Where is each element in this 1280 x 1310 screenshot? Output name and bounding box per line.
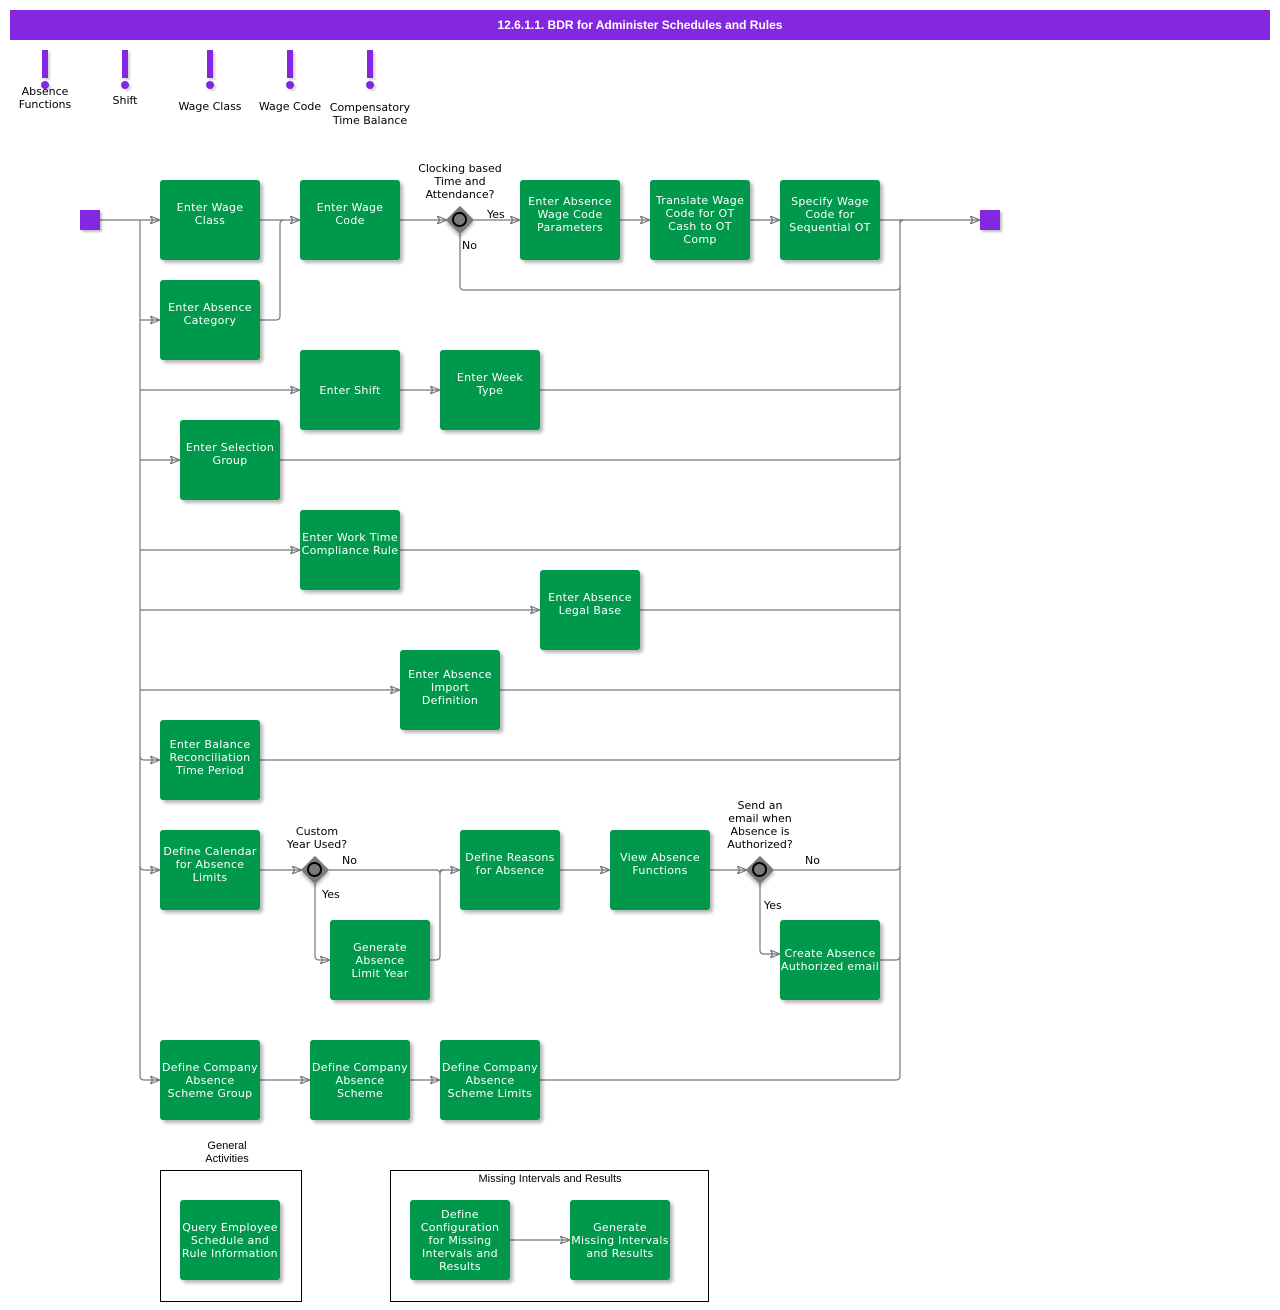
task-enter-absence-import-definition[interactable]: Enter Absence Import Definition: [400, 650, 500, 730]
task-enter-absence-wage-code-parameters[interactable]: Enter Absence Wage Code Parameters: [520, 180, 620, 260]
task-enter-absence-category[interactable]: Enter Absence Category: [160, 280, 260, 360]
gateway-circle-icon: [752, 862, 767, 877]
task-view-absence-functions[interactable]: View Absence Functions: [610, 830, 710, 910]
task-enter-balance-reconciliation[interactable]: Enter Balance Reconciliation Time Period: [160, 720, 260, 800]
task-generate-absence-limit-year[interactable]: Generate Absence Limit Year: [330, 920, 430, 1000]
task-enter-absence-legal-base[interactable]: Enter Absence Legal Base: [540, 570, 640, 650]
task-generate-missing-intervals[interactable]: Generate Missing Intervals and Results: [570, 1200, 670, 1280]
task-query-employee-schedule[interactable]: Query Employee Schedule and Rule Informa…: [180, 1200, 280, 1280]
task-define-company-scheme-group[interactable]: Define Company Absence Scheme Group: [160, 1040, 260, 1120]
group-title-general-activities: General Activities: [205, 1140, 249, 1165]
group-title-missing-intervals: Missing Intervals and Results: [478, 1173, 622, 1185]
task-enter-week-type[interactable]: Enter Week Type: [440, 350, 540, 430]
task-define-reasons[interactable]: Define Reasons for Absence: [460, 830, 560, 910]
exclamation-icon: [120, 50, 130, 90]
flow-label-yes: Yes: [487, 208, 505, 221]
task-enter-work-time-compliance-rule[interactable]: Enter Work Time Compliance Rule: [300, 510, 400, 590]
exclamation-icon: [205, 50, 215, 90]
legend-item-shift[interactable]: Shift: [100, 50, 150, 107]
legend-item-compensatory-time-balance[interactable]: Compensatory Time Balance: [325, 50, 415, 127]
gateway-label-custom-year: Custom Year Used?: [286, 825, 348, 851]
task-enter-selection-group[interactable]: Enter Selection Group: [180, 420, 280, 500]
flow-label-yes: Yes: [764, 899, 782, 912]
task-define-calendar[interactable]: Define Calendar for Absence Limits: [160, 830, 260, 910]
task-define-company-scheme[interactable]: Define Company Absence Scheme: [310, 1040, 410, 1120]
flow-label-no: No: [342, 854, 357, 867]
task-define-configuration-missing[interactable]: Define Configuration for Missing Interva…: [410, 1200, 510, 1280]
task-enter-shift[interactable]: Enter Shift: [300, 350, 400, 430]
page-title: 12.6.1.1. BDR for Administer Schedules a…: [10, 10, 1270, 40]
legend-item-wage-class[interactable]: Wage Class: [170, 50, 250, 113]
group-missing-intervals: [390, 1170, 709, 1302]
flow-label-yes: Yes: [322, 888, 340, 901]
task-create-absence-authorized-email[interactable]: Create Absence Authorized email: [780, 920, 880, 1000]
task-define-company-scheme-limits[interactable]: Define Company Absence Scheme Limits: [440, 1040, 540, 1120]
exclamation-icon: [285, 50, 295, 90]
exclamation-icon: [40, 50, 50, 90]
legend-item-wage-code[interactable]: Wage Code: [250, 50, 330, 113]
exclamation-icon: [365, 50, 375, 90]
task-enter-wage-code[interactable]: Enter Wage Code: [300, 180, 400, 260]
gateway-circle-icon: [307, 862, 322, 877]
legend-item-absence-functions[interactable]: Absence Functions: [14, 50, 76, 111]
gateway-circle-icon: [452, 212, 467, 227]
gateway-label-clocking: Clocking based Time and Attendance?: [418, 162, 502, 201]
task-translate-wage-code[interactable]: Translate Wage Code for OT Cash to OT Co…: [650, 180, 750, 260]
group-general-activities: [160, 1170, 302, 1302]
flow-label-no: No: [462, 239, 477, 252]
task-enter-wage-class[interactable]: Enter Wage Class: [160, 180, 260, 260]
end-event[interactable]: [980, 210, 1000, 230]
start-event[interactable]: [80, 210, 100, 230]
gateway-label-send-email: Send an email when Absence is Authorized…: [727, 799, 793, 851]
task-specify-wage-code[interactable]: Specify Wage Code for Sequential OT: [780, 180, 880, 260]
flow-label-no: No: [805, 854, 820, 867]
